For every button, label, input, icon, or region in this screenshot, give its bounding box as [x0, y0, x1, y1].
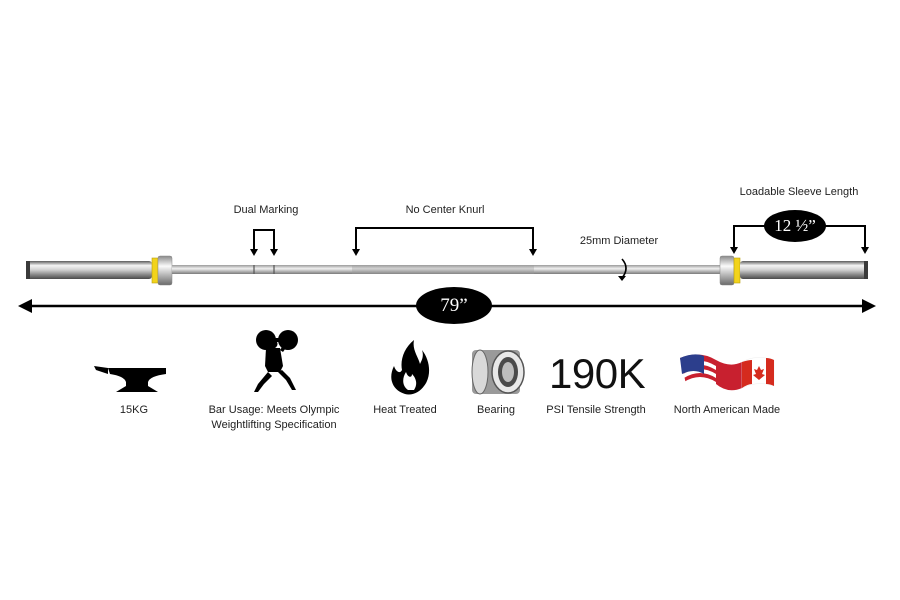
tensile-strength-value: 190K — [549, 350, 646, 397]
sleeve-length-value: 12 ½” — [774, 216, 816, 235]
total-length-pill: 79” — [416, 287, 492, 324]
right-sleeve — [740, 261, 868, 279]
bearing-icon — [471, 349, 525, 395]
bearing-label: Bearing — [477, 404, 515, 416]
barbell-illustration — [18, 225, 876, 313]
sleeve-length-label: Loadable Sleeve Length — [739, 186, 859, 198]
dual-marking-arrow-left — [250, 249, 258, 256]
center-knurl-bracket — [355, 227, 534, 250]
left-collar — [151, 255, 173, 286]
flame-icon — [391, 340, 430, 395]
sleeve-arrow-left — [730, 247, 738, 254]
total-length-value: 79” — [440, 294, 468, 316]
left-sleeve — [26, 261, 152, 279]
diameter-arrow — [618, 276, 626, 281]
weightlifter-icon — [254, 330, 298, 392]
sleeve-length-pill: 12 ½” — [764, 210, 826, 242]
anvil-icon — [94, 366, 166, 392]
right-collar — [719, 255, 741, 286]
no-center-knurl-label: No Center Knurl — [405, 204, 485, 216]
center-knurl-arrow-left — [352, 249, 360, 256]
bar-shaft — [172, 265, 720, 274]
feature-icons — [94, 330, 775, 395]
usa-canada-flags-icon — [680, 354, 775, 391]
tensile-strength-label: PSI Tensile Strength — [546, 404, 646, 416]
dual-marking-label: Dual Marking — [233, 204, 299, 216]
dual-marking-arrow-right — [270, 249, 278, 256]
diameter-label: 25mm Diameter — [579, 235, 659, 247]
dual-marking-bracket — [253, 229, 275, 250]
bar-usage-label: Bar Usage: Meets Olympic Weightlifting S… — [208, 404, 340, 431]
weight-label: 15KG — [119, 404, 149, 416]
sleeve-arrow-right — [861, 247, 869, 254]
heat-treated-label: Heat Treated — [373, 404, 437, 416]
origin-label: North American Made — [673, 404, 781, 416]
center-knurl-arrow-right — [529, 249, 537, 256]
